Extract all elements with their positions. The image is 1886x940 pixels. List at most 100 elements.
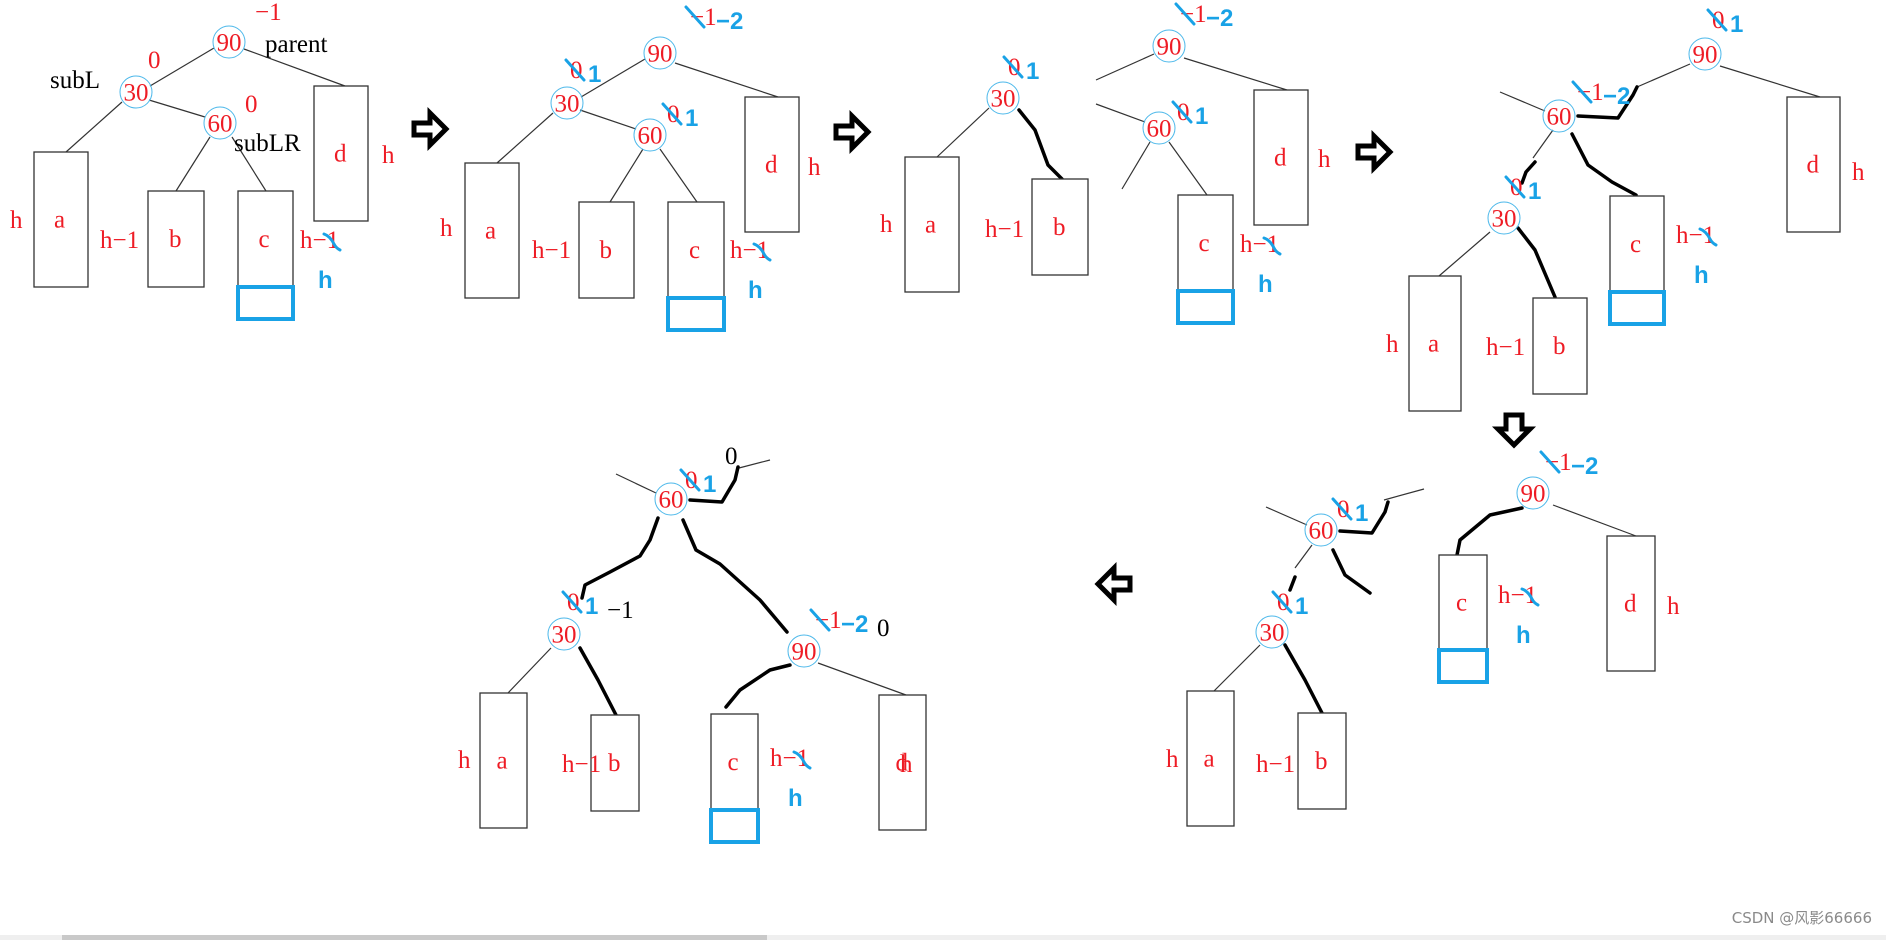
strike-mark xyxy=(1520,587,1540,607)
node-key: 60 xyxy=(1547,104,1572,131)
balance-factor-new: −2 xyxy=(1206,5,1233,32)
subtree-box-b xyxy=(590,714,640,812)
subtree-box-d xyxy=(1606,535,1656,672)
rotated-edge-stroke xyxy=(1576,85,1639,120)
subtree-name-b: b xyxy=(1315,748,1328,775)
tree-edge xyxy=(1183,57,1288,91)
subtree-name-b: b xyxy=(600,237,613,264)
tree-edge xyxy=(659,148,698,203)
tree-node-90 xyxy=(1152,29,1186,63)
subtree-new-height: h xyxy=(318,267,333,294)
tree-edge xyxy=(1532,129,1554,159)
tree-node-30 xyxy=(986,81,1020,115)
subtree-new-height: h xyxy=(1516,622,1531,649)
subtree-height-a: h xyxy=(880,211,893,238)
tree-edge xyxy=(231,136,267,192)
node-key: 30 xyxy=(1492,206,1517,233)
tree-edge xyxy=(579,109,637,130)
subtree-new-height: h xyxy=(1258,271,1273,298)
node-key: 30 xyxy=(124,80,149,107)
subtree-height-d: h xyxy=(808,154,821,181)
label-parent: parent xyxy=(265,31,328,58)
rotated-edge-stroke xyxy=(681,518,789,634)
subtree-height-a: h xyxy=(1166,746,1179,773)
strike-mark xyxy=(809,608,831,632)
inserted-node-box xyxy=(709,808,760,844)
balance-factor-new: 1 xyxy=(1295,593,1308,620)
tree-edge xyxy=(1499,91,1546,112)
subtree-box-a xyxy=(1408,275,1462,412)
subtree-name-d: d xyxy=(765,152,778,179)
node-key: 90 xyxy=(1693,42,1718,69)
balance-factor-old: 0 xyxy=(148,47,161,74)
node-key: 30 xyxy=(1260,620,1285,647)
subtree-name-b: b xyxy=(608,750,621,777)
subtree-name-c: c xyxy=(1630,231,1641,258)
subtree-box-d xyxy=(1253,89,1309,226)
rotated-edge-stroke xyxy=(1516,226,1557,299)
node-key: 30 xyxy=(991,86,1016,113)
subtree-name-a: a xyxy=(54,207,65,234)
label-subL: subL xyxy=(50,67,100,94)
strike-mark xyxy=(561,590,583,614)
subtree-box-b xyxy=(1031,178,1089,276)
subtree-name-a: a xyxy=(925,212,936,239)
subtree-height-b: h−1 xyxy=(532,237,571,264)
tree-edge xyxy=(580,58,646,98)
balance-factor-new: 1 xyxy=(588,61,601,88)
strike-mark xyxy=(1171,100,1193,124)
node-key: 60 xyxy=(1309,518,1334,545)
scrollbar-thumb[interactable] xyxy=(62,935,767,940)
subtree-name-c: c xyxy=(259,226,270,253)
strike-mark xyxy=(322,232,342,252)
balance-factor-new: −2 xyxy=(716,8,743,35)
subtree-box-c xyxy=(237,190,294,288)
strike-mark xyxy=(752,242,772,262)
node-key: 90 xyxy=(217,30,242,57)
balance-factor-old: 0 xyxy=(245,91,258,118)
tree-edge xyxy=(1383,488,1425,501)
subtree-new-height: h xyxy=(788,785,803,812)
label-subLR: subLR xyxy=(234,130,301,157)
subtree-name-d: d xyxy=(334,141,347,168)
subtree-height-b: h−1 xyxy=(562,751,601,778)
tree-edge xyxy=(496,112,554,164)
subtree-new-height: h xyxy=(748,277,763,304)
subtree-name-d: d xyxy=(1807,152,1820,179)
subtree-box-b xyxy=(1297,712,1347,810)
subtree-box-a xyxy=(479,692,528,829)
hollow-left-arrow-icon xyxy=(1094,561,1133,607)
tree-edge xyxy=(738,459,771,469)
strike-mark xyxy=(1262,236,1282,256)
subtree-height-b: h−1 xyxy=(1256,751,1295,778)
node-key: 60 xyxy=(659,487,684,514)
subtree-name-d: d xyxy=(1624,591,1637,618)
tree-edge xyxy=(175,136,211,192)
balance-factor-new: 1 xyxy=(1528,178,1541,205)
balance-factor-old: −1 xyxy=(255,0,282,26)
subtree-new-height: h xyxy=(1694,262,1709,289)
balance-factor-new: 1 xyxy=(703,471,716,498)
rotated-edge-stroke xyxy=(580,516,660,600)
subtree-height-a: h xyxy=(458,747,471,774)
subtree-box-b xyxy=(1532,297,1588,395)
horizontal-scrollbar[interactable] xyxy=(0,935,1886,940)
subtree-box-a xyxy=(904,156,960,293)
inserted-node-box xyxy=(666,296,726,332)
tree-edge xyxy=(1095,103,1146,123)
subtree-height-b: h−1 xyxy=(985,216,1024,243)
tree-node-60 xyxy=(1142,111,1176,145)
tree-node-60 xyxy=(203,106,237,140)
inserted-node-box xyxy=(1437,648,1489,684)
tree-edge xyxy=(149,47,215,87)
strike-mark xyxy=(1706,8,1728,32)
tree-edge xyxy=(1265,506,1308,526)
subtree-name-c: c xyxy=(728,749,739,776)
tree-node-60 xyxy=(654,482,688,516)
subtree-box-a xyxy=(464,162,520,299)
subtree-height-d: h xyxy=(900,751,913,778)
node-key: 30 xyxy=(552,622,577,649)
strike-mark xyxy=(1174,2,1196,26)
tree-node-60 xyxy=(1542,99,1576,133)
tree-edge xyxy=(1095,53,1155,81)
